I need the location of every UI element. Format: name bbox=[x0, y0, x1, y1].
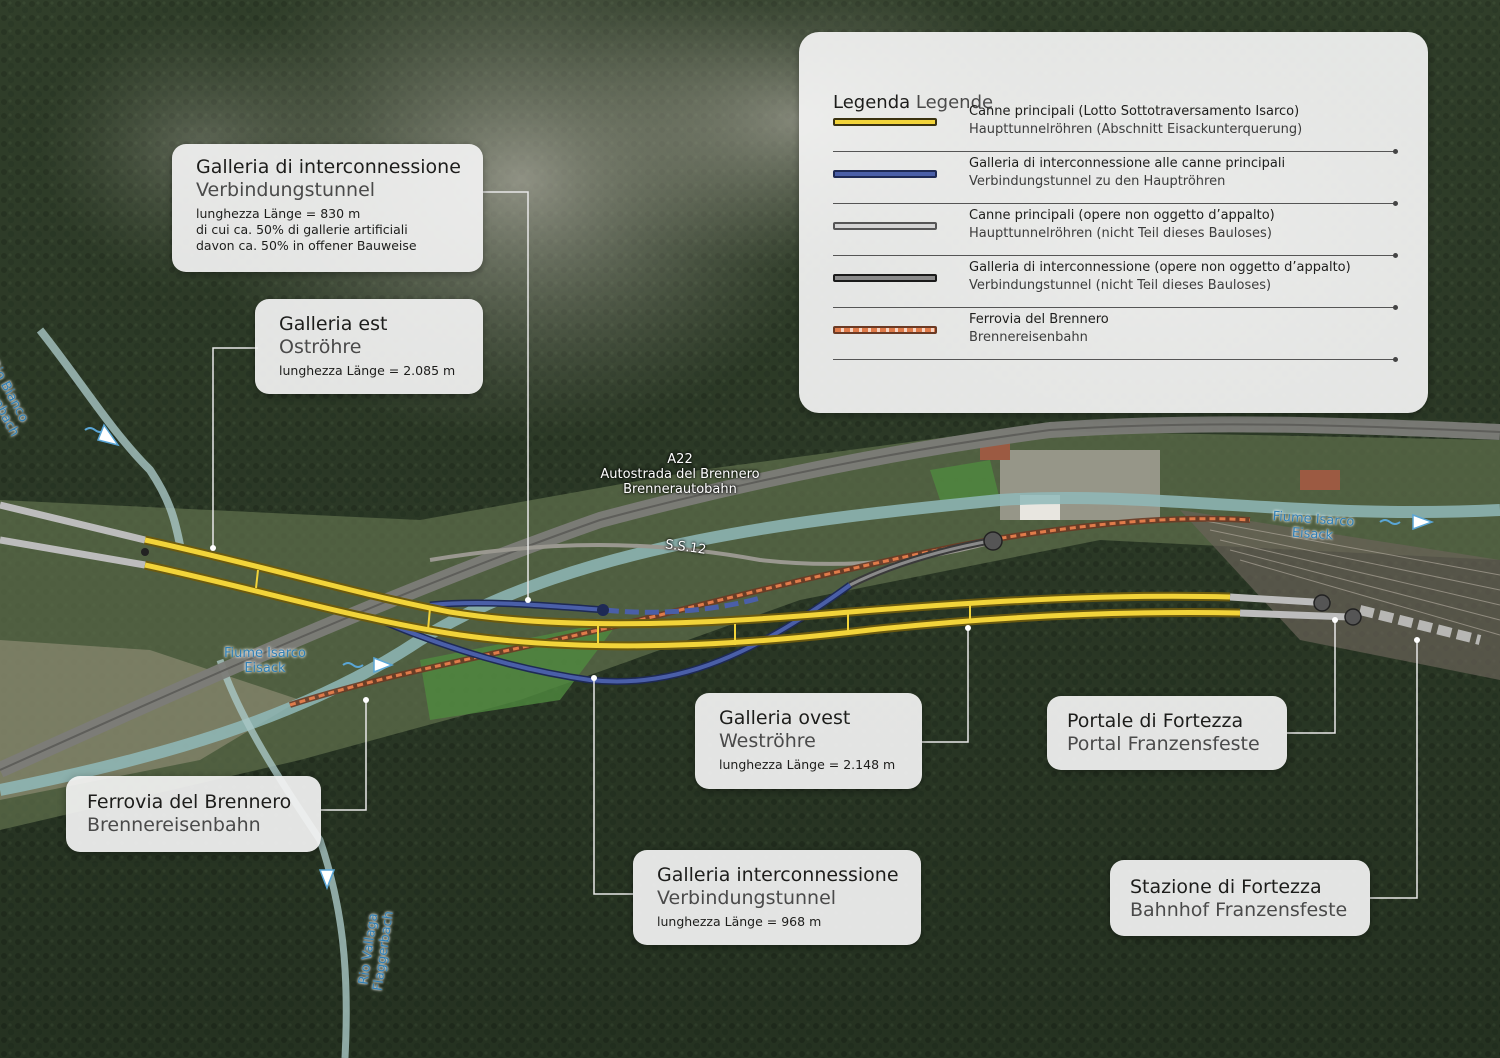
legend-item-interconnection-excluded: Galleria di interconnessione (opere non … bbox=[833, 256, 1398, 310]
length-it: lunghezza bbox=[196, 206, 260, 221]
callout-length: lunghezza Länge = 968 m bbox=[657, 914, 921, 930]
legend-item-it: Galleria di interconnessione (opere non … bbox=[969, 260, 1351, 275]
a22-name-de: Brennerautobahn bbox=[623, 482, 737, 497]
legend-item-it: Galleria di interconnessione alle canne … bbox=[969, 156, 1286, 171]
legend-divider bbox=[833, 253, 1398, 258]
callout-title-it: Portale di Fortezza bbox=[1067, 710, 1244, 732]
length-de: Länge = 830 m bbox=[263, 206, 361, 221]
legend-item-de: Haupttunnelröhren (nicht Teil dieses Bau… bbox=[969, 226, 1272, 241]
legend-item-de: Haupttunnelröhren (Abschnitt Eisackunter… bbox=[969, 122, 1303, 137]
yellow-line-swatch-icon bbox=[833, 118, 937, 126]
legend-item-de: Brennereisenbahn bbox=[969, 330, 1088, 345]
callout-length: lunghezza Länge = 2.148 m bbox=[719, 757, 922, 773]
legend-item-interconnection: Galleria di interconnessione alle canne … bbox=[833, 152, 1398, 206]
legend-divider bbox=[833, 357, 1398, 362]
legend-item-main-tubes-excluded: Canne principali (opere non oggetto d’ap… bbox=[833, 204, 1398, 258]
callout-west-tube: Galleria ovest Weströhre lunghezza Länge… bbox=[695, 693, 922, 789]
legend-item-it: Canne principali (Lotto Sottotraversamen… bbox=[969, 104, 1300, 119]
length-de: Länge = 968 m bbox=[724, 914, 822, 929]
callout-title-de: Portal Franzensfeste bbox=[1067, 733, 1260, 755]
callout-interconnection-north: Galleria di interconnessione Verbindungs… bbox=[172, 144, 483, 272]
callout-title-it: Galleria est bbox=[279, 313, 388, 335]
length-it: lunghezza bbox=[657, 914, 721, 929]
legend-divider bbox=[833, 305, 1398, 310]
callout-east-tube: Galleria est Oströhre lunghezza Länge = … bbox=[255, 299, 483, 394]
length-de: Länge = 2.085 m bbox=[346, 363, 456, 378]
callout-length: lunghezza Länge = 830 m bbox=[196, 206, 483, 222]
length-de: Länge = 2.148 m bbox=[786, 757, 896, 772]
legend-panel: Legenda Legende Canne principali (Lotto … bbox=[799, 32, 1428, 413]
callout-title-it: Galleria ovest bbox=[719, 707, 851, 729]
grey-line-swatch-icon bbox=[833, 222, 937, 230]
legend-item-it: Canne principali (opere non oggetto d’ap… bbox=[969, 208, 1275, 223]
length-it: lunghezza bbox=[279, 363, 343, 378]
a22-name-it: Autostrada del Brennero bbox=[600, 467, 760, 482]
legend-item-main-tubes: Canne principali (Lotto Sottotraversamen… bbox=[833, 100, 1398, 154]
a22-label: A22 Autostrada del Brennero Brennerautob… bbox=[585, 452, 775, 497]
isarco-west-label: Fiume Isarco Eisack bbox=[224, 646, 306, 676]
callout-note-it: di cui ca. 50% di gallerie artificiali bbox=[196, 222, 408, 237]
callout-title-it: Ferrovia del Brennero bbox=[87, 791, 292, 813]
length-it: lunghezza bbox=[719, 757, 783, 772]
callout-title-de: Brennereisenbahn bbox=[87, 814, 261, 836]
legend-item-it: Ferrovia del Brennero bbox=[969, 312, 1109, 327]
dashed-orange-line-swatch-icon bbox=[833, 326, 937, 334]
callout-note-de: davon ca. 50% in offener Bauweise bbox=[196, 238, 417, 253]
callout-title-de: Weströhre bbox=[719, 730, 816, 752]
callout-title-it: Galleria interconnessione bbox=[657, 864, 899, 886]
callout-fortezza-station: Stazione di Fortezza Bahnhof Franzensfes… bbox=[1110, 860, 1370, 936]
legend-title: Legenda Legende bbox=[833, 92, 993, 113]
dark-grey-line-swatch-icon bbox=[833, 274, 937, 282]
callout-title-de: Oströhre bbox=[279, 336, 362, 358]
legend-item-railway: Ferrovia del Brennero Brennereisenbahn bbox=[833, 308, 1398, 362]
isarco-west-it: Fiume Isarco bbox=[224, 646, 306, 661]
callout-title-it: Galleria di interconnessione bbox=[196, 156, 461, 178]
blue-line-swatch-icon bbox=[833, 170, 937, 178]
callout-length: lunghezza Länge = 2.085 m bbox=[279, 363, 483, 379]
legend-divider bbox=[833, 149, 1398, 154]
isarco-east-label: Fiume Isarco Eisack bbox=[1271, 509, 1355, 545]
legend-item-de: Verbindungstunnel zu den Hauptröhren bbox=[969, 174, 1226, 189]
legend-divider bbox=[833, 201, 1398, 206]
callout-fortezza-portal: Portale di Fortezza Portal Franzensfeste bbox=[1047, 696, 1287, 770]
legend-title-de: Legende bbox=[915, 92, 994, 113]
a22-number: A22 bbox=[667, 452, 693, 467]
callout-title-de: Bahnhof Franzensfeste bbox=[1130, 899, 1348, 921]
legend-item-de: Verbindungstunnel (nicht Teil dieses Bau… bbox=[969, 278, 1272, 293]
callout-interconnection-south: Galleria interconnessione Verbindungstun… bbox=[633, 850, 921, 945]
callout-title-de: Verbindungstunnel bbox=[196, 179, 376, 201]
callout-title-it: Stazione di Fortezza bbox=[1130, 876, 1322, 898]
callout-brenner-railway: Ferrovia del Brennero Brennereisenbahn bbox=[66, 776, 321, 852]
legend-title-it: Legenda bbox=[833, 92, 911, 113]
isarco-west-de: Eisack bbox=[244, 661, 286, 676]
callout-title-de: Verbindungstunnel bbox=[657, 887, 837, 909]
